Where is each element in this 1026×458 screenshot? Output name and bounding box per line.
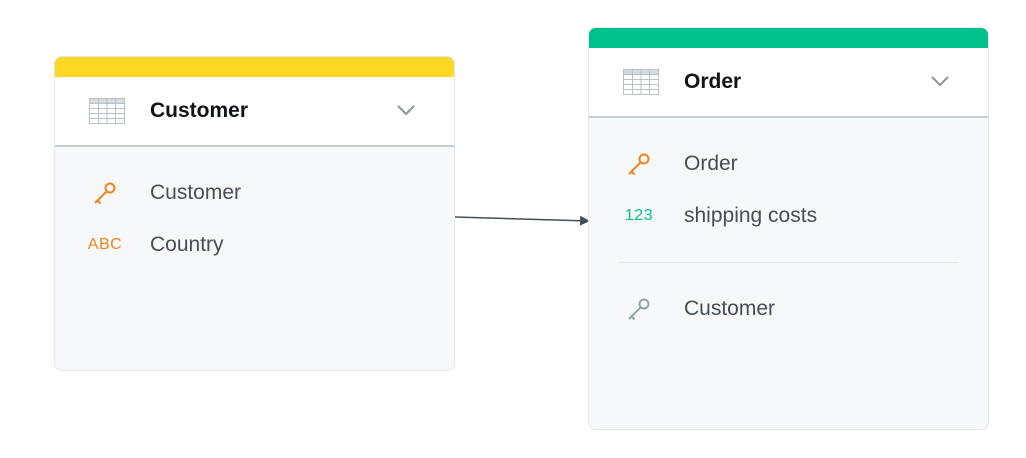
field-label: Customer [150,181,242,204]
field-item[interactable]: Customer [55,167,454,219]
chevron-down-icon[interactable] [396,103,416,117]
reference-key-icon [619,295,659,323]
chevron-down-icon[interactable] [930,74,950,88]
field-label: shipping costs [684,204,818,227]
reference-field-item[interactable]: Customer [589,283,988,335]
dataset-title: Customer [150,99,249,122]
dataset-title: Order [684,70,742,93]
field-list: Customer ABC Country [55,147,454,271]
field-item[interactable]: ABC Country [55,219,454,271]
field-list: Order 123 shipping costs Customer [589,118,988,335]
divider [619,262,958,263]
dataset-color-band [589,28,988,48]
field-label: Customer [684,297,776,320]
key-icon [85,179,125,207]
dataset-color-band [55,57,454,77]
number-type-icon: 123 [624,207,654,224]
dataset-header[interactable]: Customer [55,77,454,147]
key-icon [619,150,659,178]
field-item[interactable]: Order [589,138,988,190]
dataset-card-order[interactable]: Order Order 123 shipping costs [588,27,989,430]
dataset-card-customer[interactable]: Customer Customer ABC Country [54,56,455,371]
field-item[interactable]: 123 shipping costs [589,190,988,242]
field-label: Order [684,152,738,175]
relationship-line [454,215,590,226]
text-type-icon: ABC [87,236,123,253]
table-icon [89,98,125,124]
table-icon [623,69,659,95]
dataset-header[interactable]: Order [589,48,988,118]
field-label: Country [150,233,224,256]
